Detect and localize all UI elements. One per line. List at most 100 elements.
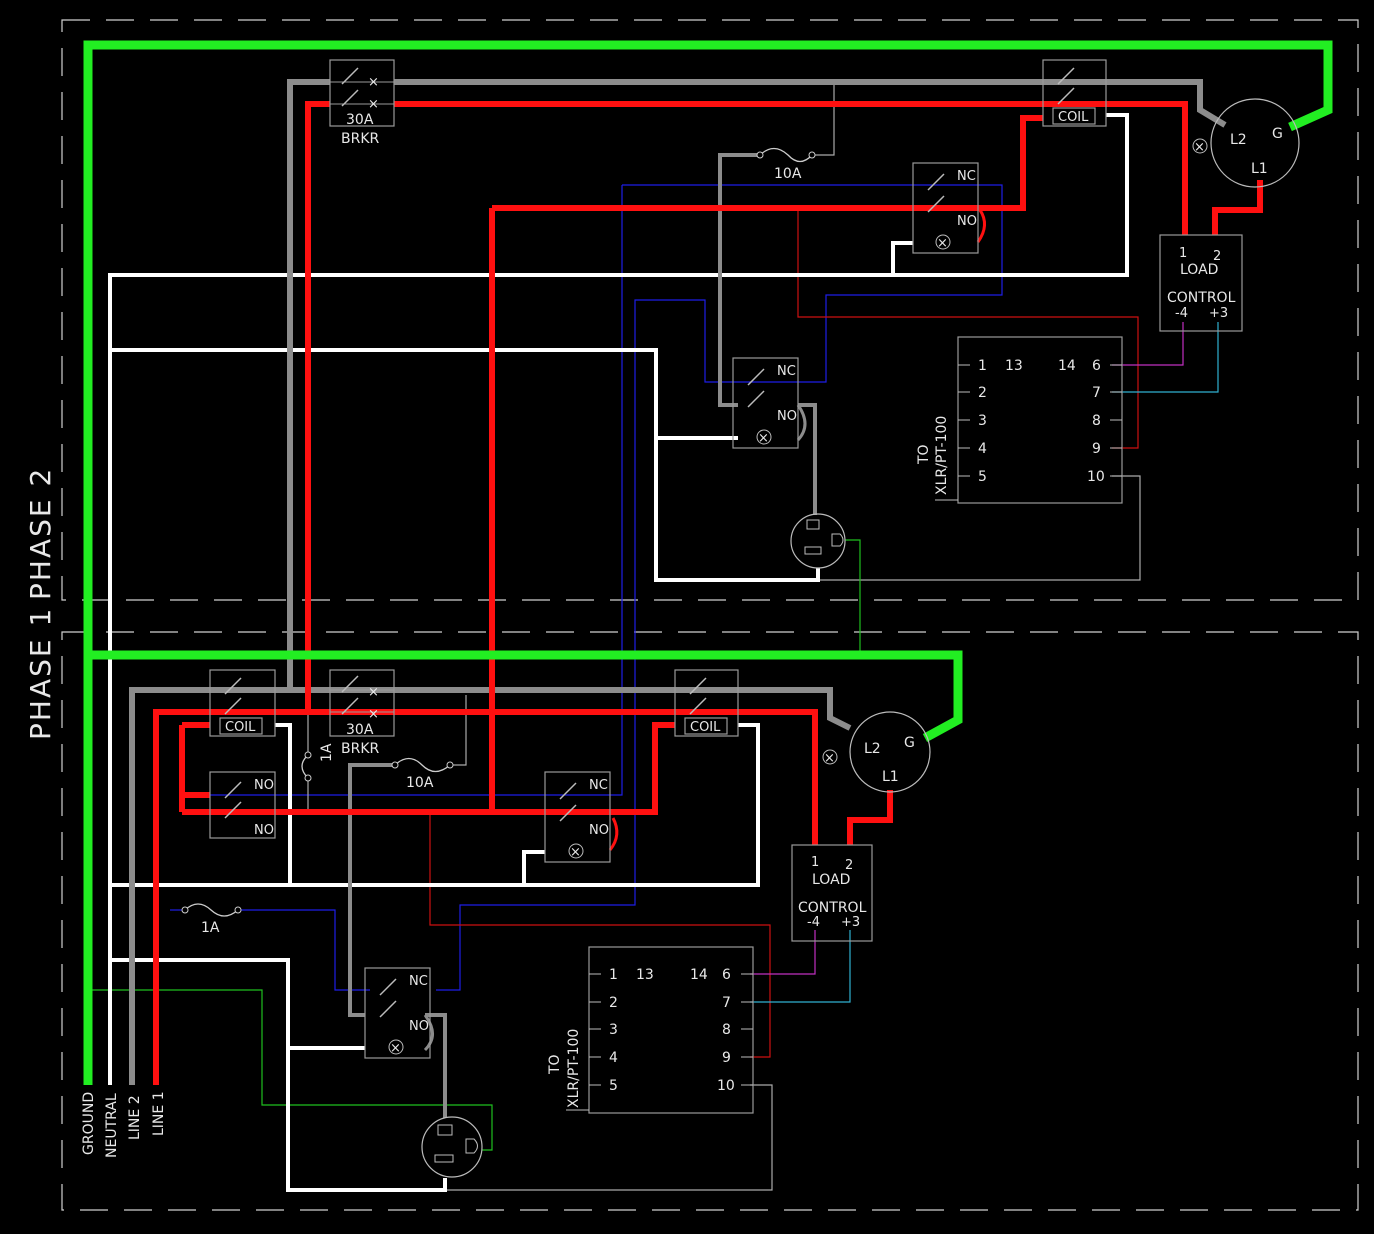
control-label: CONTROL [1167, 290, 1236, 306]
connector-target: XLR/PT-100 [566, 1029, 582, 1108]
line2-wire [290, 687, 852, 731]
ground-link [845, 539, 861, 655]
no-label: NO [254, 778, 274, 793]
line1-wire [1212, 180, 1263, 235]
no-label: NO [409, 1019, 429, 1034]
pin-10: 10 [1087, 469, 1105, 485]
ground-wire [88, 650, 963, 742]
neutral-bus [108, 113, 1129, 1085]
relay-nc-no-phase-1-low: NC NO × [364, 967, 431, 1059]
coil-wire [492, 115, 1043, 211]
contactor-phase-1-right: COIL [674, 669, 739, 737]
pin-2: 2 [609, 995, 618, 1011]
pin-9: 9 [1092, 441, 1101, 457]
neutral-wire [110, 348, 820, 582]
breaker-rating: 30A [346, 722, 374, 738]
ground-link [88, 989, 493, 1151]
relay-no-no: NO NO [209, 771, 276, 839]
control-minus-wire [750, 930, 816, 975]
no-jumper [608, 817, 619, 851]
ground-bus [83, 40, 1333, 1085]
neutral-wire [275, 723, 292, 885]
outlet-term-l2: L2 [1230, 132, 1247, 148]
svg-text:×: × [824, 751, 835, 766]
temp-sensor-wire [797, 210, 1139, 449]
no-jumper [423, 1014, 434, 1052]
coil-wire [182, 722, 675, 815]
neutral-wiring [108, 113, 1129, 1192]
load-controller-phase-1: 1 2 LOAD CONTROL -4 +3 [791, 844, 873, 942]
nc-label: NC [777, 364, 796, 379]
load-pin-1: 1 [811, 855, 819, 870]
bus-label-neutral: NEUTRAL [104, 1093, 120, 1158]
pin-5: 5 [978, 469, 987, 485]
outlet-term-l1: L1 [882, 769, 899, 785]
outlet-term-l1: L1 [1251, 161, 1268, 177]
line2-control [348, 153, 817, 1118]
svg-text:×: × [570, 845, 581, 860]
phase-1-label: PHASE 1 [24, 607, 57, 740]
outlet-feed-wire [425, 1013, 447, 1118]
line1-wire [308, 709, 818, 845]
contactor-phase-2: COIL [1042, 59, 1107, 127]
pin-10: 10 [717, 1078, 735, 1094]
relay-nc-no-phase-2-top: NC NO × [912, 162, 979, 254]
pin-7: 7 [722, 995, 731, 1011]
neutral-wire [110, 723, 760, 887]
fuse-1a-vertical: 1A [301, 743, 335, 782]
fuse-wire [348, 763, 395, 1017]
breaker-phase-2: × × 30A BRKR [329, 59, 395, 147]
breaker-rating: 30A [346, 112, 374, 128]
line1-wiring [153, 101, 1263, 1085]
fuse-rating: 10A [774, 166, 802, 182]
pin-13: 13 [1005, 358, 1023, 374]
svg-text:×: × [368, 707, 379, 722]
outlet-term-g: G [904, 735, 915, 751]
twist-lock-outlet-phase-1: L2 G L1 × [822, 711, 931, 793]
control-plus-wire [1112, 322, 1219, 393]
coil-label: COIL [225, 720, 256, 735]
svg-text:×: × [390, 1041, 401, 1056]
svg-text:×: × [1194, 140, 1205, 155]
pin-6: 6 [1092, 358, 1101, 374]
bus-label-line1: LINE 1 [151, 1091, 167, 1136]
bus-label-line2: LINE 2 [127, 1095, 143, 1140]
control-pin-plus: +3 [841, 915, 860, 930]
control-pin-minus: -4 [1175, 306, 1188, 321]
return-wire [818, 475, 1141, 581]
svg-text:×: × [937, 236, 948, 251]
no-label: NO [254, 823, 274, 838]
pin-5: 5 [609, 1078, 618, 1094]
no-jumper [976, 209, 986, 243]
pin-13: 13 [636, 967, 654, 983]
pin-4: 4 [978, 441, 987, 457]
indicator-lamp-icon [822, 749, 838, 765]
breaker-phase-1: × × 30A BRKR [329, 669, 395, 757]
fuse-wire [718, 153, 760, 407]
ground-wiring [83, 40, 1333, 1085]
pin-14: 14 [1058, 358, 1076, 374]
receptacle-phase-1 [421, 1116, 483, 1178]
pin-14: 14 [690, 967, 708, 983]
control-pin-minus: -4 [807, 915, 820, 930]
pin-7: 7 [1092, 385, 1101, 401]
contactor-phase-1-left: COIL [209, 669, 276, 737]
nc-label: NC [409, 974, 428, 989]
load-pin-2: 2 [1213, 249, 1221, 264]
outlet-term-l2: L2 [864, 741, 881, 757]
pin-1: 1 [978, 358, 987, 374]
fuse-10a-phase-2: 10A [756, 147, 816, 182]
jumpers [423, 209, 986, 1052]
breaker-label: BRKR [341, 131, 380, 147]
line1-wire [847, 790, 893, 845]
lamp-icon [388, 1039, 404, 1055]
zone-borders [61, 19, 1359, 1211]
fuse-rating: 10A [406, 775, 434, 791]
coil-feed-wire [450, 695, 467, 766]
phase-1-zone [61, 631, 1359, 1211]
line1-bus [153, 101, 330, 1085]
pin-8: 8 [1092, 413, 1101, 429]
pin-6: 6 [722, 967, 731, 983]
svg-text:×: × [758, 431, 769, 446]
